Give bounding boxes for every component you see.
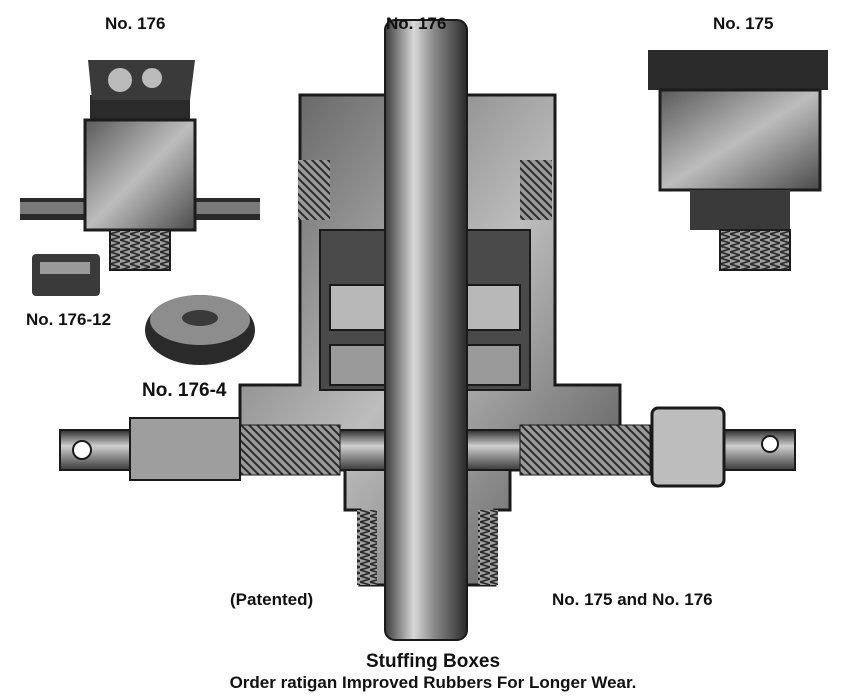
part-176-assembled	[20, 60, 260, 271]
label-no-175-and-176: No. 175 and No. 176	[552, 590, 713, 609]
part-176-4	[145, 295, 255, 365]
part-176-12	[32, 254, 100, 296]
label-no-176-4: No. 176-4	[142, 380, 227, 401]
part-175	[648, 50, 828, 271]
caption-title: Stuffing Boxes	[365, 651, 501, 672]
label-patented: (Patented)	[230, 590, 314, 609]
label-no-176-center: No. 176	[386, 14, 447, 33]
label-no-175-right: No. 175	[713, 14, 774, 33]
caption-subtitle: Order ratigan Improved Rubbers For Longe…	[229, 673, 637, 692]
label-no-176-left: No. 176	[105, 14, 166, 33]
label-no-176-12: No. 176-12	[26, 310, 112, 329]
cutaway-assembly	[59, 19, 796, 641]
